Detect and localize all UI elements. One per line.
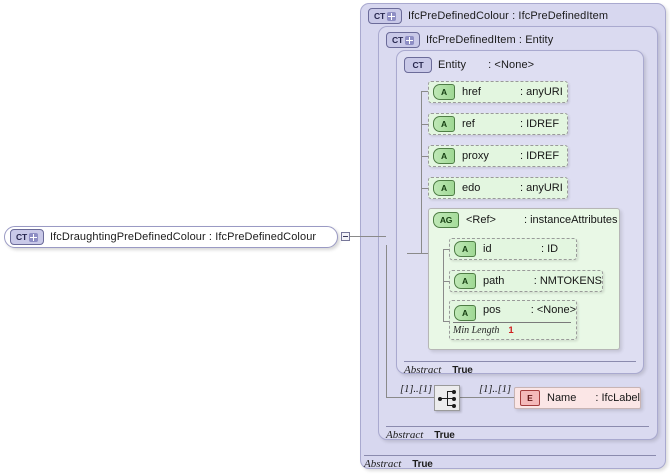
complextype-expand-icon[interactable]: CT [10,229,44,245]
attribute-type: : ID [541,243,559,255]
attribute-group-icon: AG [433,212,459,228]
sequence-connector-icon[interactable] [434,385,460,411]
root-node-ifcdraughtingpredefinedcolour[interactable]: CT IfcDraughtingPreDefinedColour : IfcPr… [4,226,338,248]
container-entity-type: : <None> [488,59,535,71]
attribute-branch-proxy [421,156,431,157]
sequence-left-connector-hline [386,397,434,398]
attribute-name: path [483,275,505,287]
attribute-name: pos [483,304,501,316]
abstract-label: Abstract [364,458,402,470]
cardinality-left: [1]..[1] [400,384,433,395]
abstract-row-ifcpredefineditem: Abstract True [386,426,649,442]
collapse-minus-box[interactable] [341,232,350,241]
facet-value: 1 [508,325,514,336]
attribute-icon: A [454,305,476,321]
facet-min-length: Min Length 1 [453,322,571,338]
container-ifcpredefineditem-header: CT IfcPreDefinedItem : Entity [386,30,553,50]
sequence-left-connector-vline [386,245,387,397]
element-icon: E [520,390,540,406]
attribute-type: : NMTOKENS [533,275,602,287]
attribute-type: : IDREF [520,118,560,130]
attribute-group-ref-header: AG <Ref> : instanceAttributes [433,212,618,228]
attribute-name: id [483,243,492,255]
attribute-branch-ref [421,124,431,125]
abstract-value: True [434,429,455,441]
attribute-node-ref[interactable]: A ref : IDREF [428,113,568,135]
abstract-row-ifcpredefinedcolour: Abstract True [364,455,656,471]
attribute-type: : anyURI [520,182,563,194]
abstract-label: Abstract [404,364,442,376]
attribute-type: : <None> [530,304,576,316]
cardinality-right: [1]..[1] [479,384,512,395]
abstract-value: True [452,364,473,376]
attribute-icon: A [454,241,476,257]
element-type: : IfcLabel [595,392,640,404]
element-name: Name [547,392,577,404]
attribute-group-branch-path [443,281,452,282]
root-to-container-connector [350,236,386,237]
element-node-name[interactable]: E Name : IfcLabel [514,387,641,409]
attribute-node-pos[interactable]: A pos : <None> [449,300,577,340]
attribute-group-name: <Ref> [466,214,496,226]
attribute-icon: A [433,84,455,100]
complextype-expand-icon[interactable]: CT [386,32,420,48]
attribute-group-branch-pos [443,321,452,322]
attribute-icon: A [454,273,476,289]
attribute-node-id[interactable]: A id : ID [449,238,577,260]
sequence-right-connector-hline [460,397,515,398]
attribute-branch-refgroup [407,253,431,254]
container-entity-label: Entity [438,59,467,71]
attribute-name: edo [462,182,481,194]
abstract-row-entity: Abstract True [404,361,636,377]
attribute-branch-href [421,91,431,92]
abstract-value: True [412,458,433,470]
attribute-group-type: : instanceAttributes [524,214,618,226]
attribute-icon: A [433,148,455,164]
attribute-group-branch-id [443,249,452,250]
container-ifcpredefinedcolour-header: CT IfcPreDefinedColour : IfcPreDefinedIt… [368,6,608,26]
complextype-expand-icon[interactable]: CT [368,8,402,24]
container-ifcpredefinedcolour-label: IfcPreDefinedColour : IfcPreDefinedItem [408,10,609,22]
attribute-name: ref [462,118,475,130]
attribute-node-href[interactable]: A href : anyURI [428,81,568,103]
container-entity-header: CT Entity : <None> [404,55,534,75]
attribute-name: href [462,86,481,98]
attribute-branch-edo [421,188,431,189]
complextype-icon[interactable]: CT [404,57,432,73]
container-ifcpredefineditem-label: IfcPreDefinedItem : Entity [426,34,554,46]
attribute-icon: A [433,116,455,132]
attribute-tree-spine [421,91,422,253]
attribute-type: : anyURI [520,86,563,98]
attribute-node-proxy[interactable]: A proxy : IDREF [428,145,568,167]
attribute-type: : IDREF [520,150,560,162]
attribute-name: proxy [462,150,489,162]
facet-label: Min Length [453,325,500,336]
attribute-node-edo[interactable]: A edo : anyURI [428,177,568,199]
attribute-group-spine [443,249,444,321]
attribute-node-path[interactable]: A path : NMTOKENS [449,270,603,292]
attribute-icon: A [433,180,455,196]
abstract-label: Abstract [386,429,424,441]
root-node-label: IfcDraughtingPreDefinedColour : IfcPreDe… [50,231,317,243]
